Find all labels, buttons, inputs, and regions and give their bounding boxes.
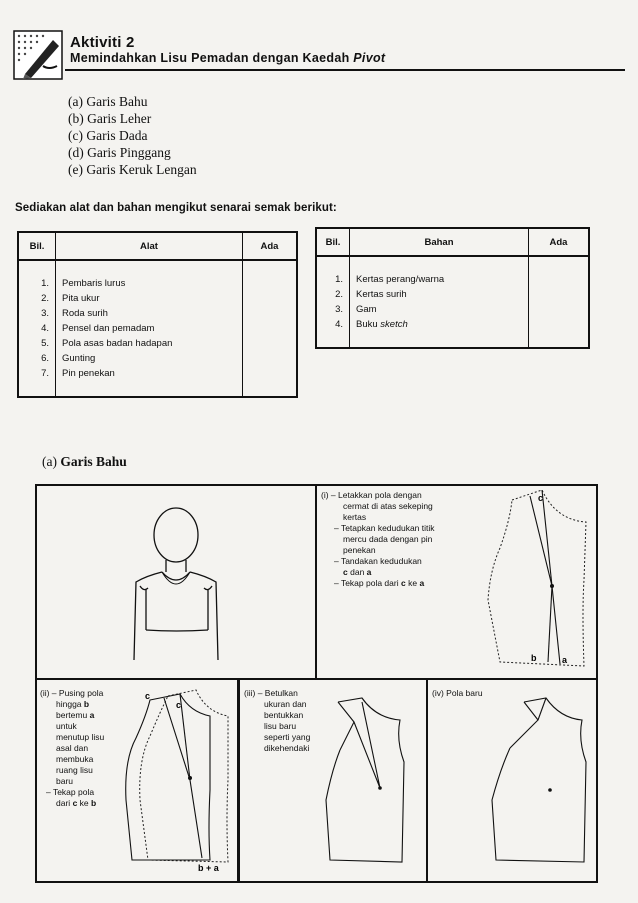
list-item: (c) Garis Dada [68,128,148,143]
label-a: a [562,655,568,665]
objective-list: (a) Garis Bahu (b) Garis Leher (c) Garis… [68,93,197,178]
table-row: 2.Kertas surih [316,287,589,302]
activity-pencil-icon [13,30,63,80]
label-b-plus-a: b + a [198,863,220,873]
step-iv-label: (iv) Pola baru [432,688,483,698]
step-ii-instructions: (ii) – Pusing pola hingga b bertemu a un… [40,688,105,808]
step-iii-instructions: (iii) – Betulkan ukuran dan bentukkan li… [244,688,311,753]
materials-checklist-table: Bil. Bahan Ada 1.Kertas perang/warna 2.K… [315,227,590,349]
col-bil: Bil. [18,232,56,261]
list-item: (d) Garis Pinggang [68,145,171,160]
list-item: (a) Garis Bahu [68,94,148,109]
col-ada: Ada [528,228,589,257]
table-row: 6.Gunting [18,351,297,366]
activity-subtitle: Memindahkan Lisu Pemadan dengan Kaedah P… [70,51,386,65]
header-rule [65,69,625,71]
table-row: 3.Gam [316,302,589,317]
table-row: 1.Kertas perang/warna [316,272,589,287]
col-alat: Alat [55,232,243,261]
step-i-instructions: (i) – Letakkan pola dengan cermat di ata… [321,490,435,588]
activity-title: Aktiviti 2 [70,34,135,51]
label-c: c [538,493,543,503]
label-b: b [531,653,537,663]
list-item: (b) Garis Leher [68,111,152,126]
table-header-row: Bil. Bahan Ada [316,228,589,257]
label-c: c [145,691,150,701]
label-c: c [176,700,181,710]
list-item: (e) Garis Keruk Lengan [68,162,197,177]
panel-step-iv [426,678,598,883]
col-ada: Ada [242,232,297,261]
table-row: 7.Pin penekan [18,366,297,381]
table-row: 1.Pembaris lurus [18,276,297,291]
table-row: 5.Pola asas badan hadapan [18,336,297,351]
table-row: 3.Roda surih [18,306,297,321]
tools-checklist-table: Bil. Alat Ada 1.Pembaris lurus 2.Pita uk… [17,231,298,398]
table-row: 2.Pita ukur [18,291,297,306]
section-heading: (a) Garis Bahu [42,454,127,469]
table-header-row: Bil. Alat Ada [18,232,297,261]
table-row: 4.Buku sketch [316,317,589,332]
col-bil: Bil. [316,228,350,257]
checklist-intro: Sediakan alat dan bahan mengikut senarai… [15,202,337,214]
col-bahan: Bahan [349,228,529,257]
table-row: 4.Pensel dan pemadam [18,321,297,336]
